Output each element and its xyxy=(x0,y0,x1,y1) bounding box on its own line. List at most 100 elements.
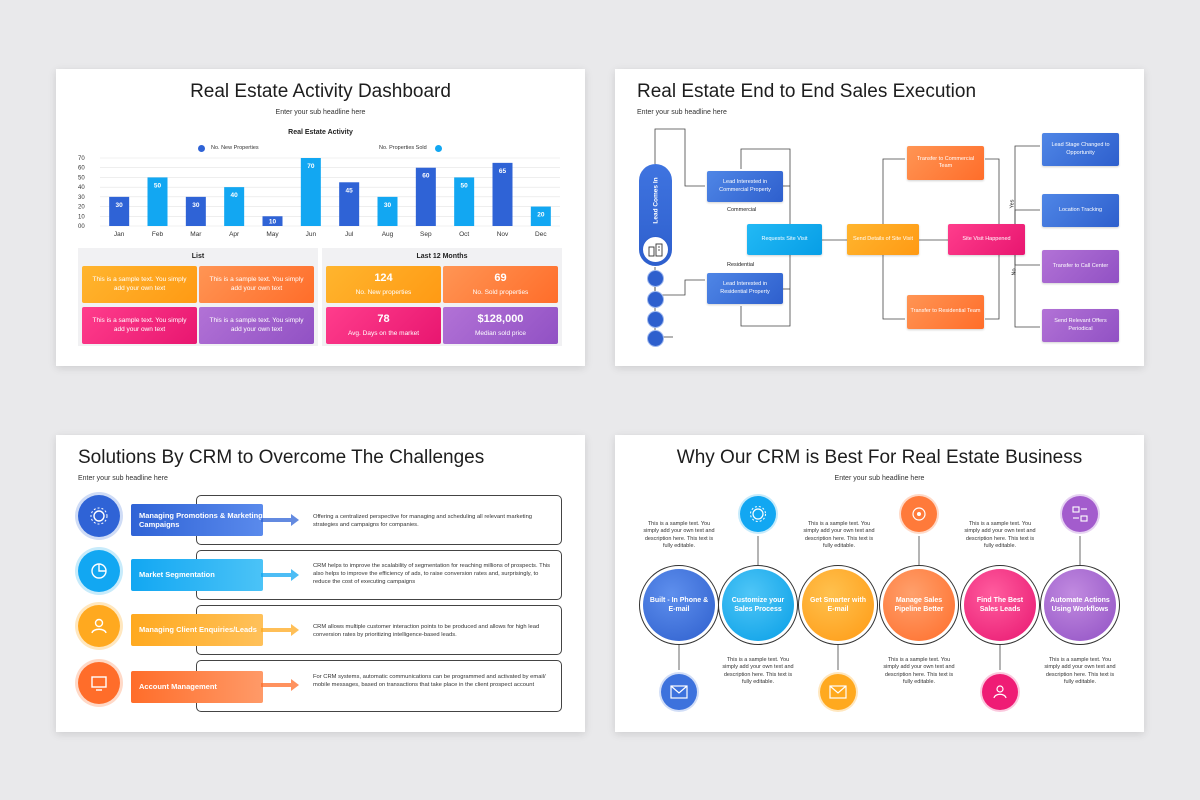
stats-header: Last 12 Months xyxy=(416,253,468,260)
list-card-text: This is a sample text. You simply add yo… xyxy=(209,275,304,292)
stat-value: $128,000 xyxy=(477,313,524,326)
feature-description: This is a sample text. You simply add yo… xyxy=(643,521,715,550)
segmentation-icon xyxy=(78,550,120,592)
x-tick-label: Jun xyxy=(306,231,317,238)
lead-step-icon xyxy=(647,291,664,308)
stat-label: No. New properties xyxy=(355,289,412,297)
bar xyxy=(530,206,551,226)
send-details-box: Send Details of Site Visit xyxy=(847,224,919,255)
feature-circle: Find The Best Sales Leads xyxy=(964,569,1036,641)
bar xyxy=(224,187,245,226)
solution-desc: CRM helps to improve the scalability of … xyxy=(313,563,551,586)
flow-connectors xyxy=(654,128,1040,338)
list-card: This is a sample text. You simply add yo… xyxy=(199,266,314,303)
feature-ring xyxy=(960,565,1040,645)
bar xyxy=(454,177,475,226)
page-title: Real Estate End to End Sales Execution xyxy=(637,81,977,102)
leads-icon xyxy=(982,674,1018,710)
feature-description: This is a sample text. You simply add yo… xyxy=(1044,657,1116,686)
solution-arrows xyxy=(261,514,299,691)
bar-value-label: 70 xyxy=(307,163,315,170)
chart-legend: No. New Properties No. Properties Sold xyxy=(196,144,456,154)
y-tick-label: 00 xyxy=(78,224,85,230)
bar xyxy=(300,158,321,226)
slide-sales-execution[interactable]: Real Estate End to End Sales Execution E… xyxy=(615,69,1144,366)
stat-value: 69 xyxy=(494,272,507,285)
bar-value-label: 40 xyxy=(231,192,239,199)
lead-stage-box: Lead Stage Changed to Opportunity xyxy=(1042,133,1119,166)
list-card-text: This is a sample text. You simply add yo… xyxy=(92,275,187,292)
stat-label: Avg. Days on the market xyxy=(347,330,420,338)
yes-label: Yes xyxy=(1009,199,1016,209)
solution-desc: CRM allows multiple customer interaction… xyxy=(313,624,540,639)
site-visit-box: Site Visit Happened xyxy=(948,224,1025,255)
bar-value-label: 50 xyxy=(154,182,162,189)
list-card: This is a sample text. You simply add yo… xyxy=(82,266,197,303)
bar-value-label: 65 xyxy=(499,168,507,175)
solution-label: Managing Client Enquiries/Leads xyxy=(131,614,263,646)
bar xyxy=(185,196,206,226)
bar xyxy=(109,196,130,226)
commercial-label: Commercial xyxy=(727,207,757,213)
transfer-commercial-box: Transfer to Commercial Team xyxy=(907,146,984,180)
feature-description: This is a sample text. You simply add yo… xyxy=(883,657,955,686)
slide-dashboard[interactable]: Real Estate Activity Dashboard Enter you… xyxy=(56,69,585,366)
chart-title: Real Estate Activity xyxy=(288,129,353,136)
legend-marker-light xyxy=(435,145,442,152)
x-tick-label: Jan xyxy=(114,231,125,238)
slide-why-crm[interactable]: Why Our CRM is Best For Real Estate Busi… xyxy=(615,435,1144,732)
page-title: Solutions By CRM to Overcome The Challen… xyxy=(78,447,485,468)
phone-mail-icon xyxy=(661,674,697,710)
y-tick-label: 20 xyxy=(78,205,85,211)
feature-circle: Built - In Phone & E-mail xyxy=(643,569,715,641)
page-subtitle: Enter your sub headline here xyxy=(637,109,727,116)
solution-label: Market Segmentation xyxy=(131,559,263,591)
page-subtitle: Enter your sub headline here xyxy=(78,475,168,482)
stat-value: 78 xyxy=(377,313,390,326)
solution-label: Account Management xyxy=(131,671,263,703)
stat-label: Median sold price xyxy=(475,330,526,338)
residential-box: Lead Interested in Residential Property xyxy=(707,273,783,304)
legend-label-sold: No. Properties Sold xyxy=(379,145,427,151)
list-header: List xyxy=(191,253,205,260)
bar-value-label: 50 xyxy=(461,182,469,189)
gear-dollar-icon xyxy=(740,496,776,532)
x-tick-label: Sep xyxy=(420,231,432,238)
account-icon xyxy=(78,662,120,704)
bar-value-label: 60 xyxy=(422,173,430,180)
x-tick-label: Dec xyxy=(535,231,547,238)
transfer-call-box: Transfer to Call Center xyxy=(1042,250,1119,283)
page-title: Why Our CRM is Best For Real Estate Busi… xyxy=(676,447,1083,468)
page-subtitle: Enter your sub headline here xyxy=(275,109,366,116)
list-card: This is a sample text. You simply add yo… xyxy=(199,307,314,344)
feature-ring xyxy=(1040,565,1120,645)
y-tick-label: 30 xyxy=(78,195,85,201)
stat-value: 124 xyxy=(374,272,393,285)
y-tick-label: 60 xyxy=(78,166,85,172)
building-icon xyxy=(642,236,669,263)
solution-label: Managing Promotions & Marketing Campaign… xyxy=(131,504,263,536)
bar xyxy=(262,216,283,226)
transfer-residential-box: Transfer to Residential Team xyxy=(907,295,984,329)
feature-circle: Customize your Sales Process xyxy=(722,569,794,641)
list-card-text: This is a sample text. You simply add yo… xyxy=(92,316,187,333)
feature-circle: Automate Actions Using Workflows xyxy=(1044,569,1116,641)
feature-circle: Get Smarter with E-mail xyxy=(802,569,874,641)
feature-ring xyxy=(718,565,798,645)
bar xyxy=(377,196,398,226)
slide-crm-solutions[interactable]: Solutions By CRM to Overcome The Challen… xyxy=(56,435,585,732)
page-title: Real Estate Activity Dashboard xyxy=(190,81,451,102)
stat-label: No. Sold properties xyxy=(472,289,529,297)
feature-circle: Manage Sales Pipeline Better xyxy=(883,569,955,641)
solution-desc: For CRM systems, automatic communication… xyxy=(313,674,546,689)
bar xyxy=(147,177,168,226)
list-card: This is a sample text. You simply add yo… xyxy=(82,307,197,344)
x-tick-label: Apr xyxy=(229,231,240,238)
y-tick-label: 40 xyxy=(78,185,85,191)
solution-row-box xyxy=(196,550,562,600)
y-tick-label: 50 xyxy=(78,175,85,181)
